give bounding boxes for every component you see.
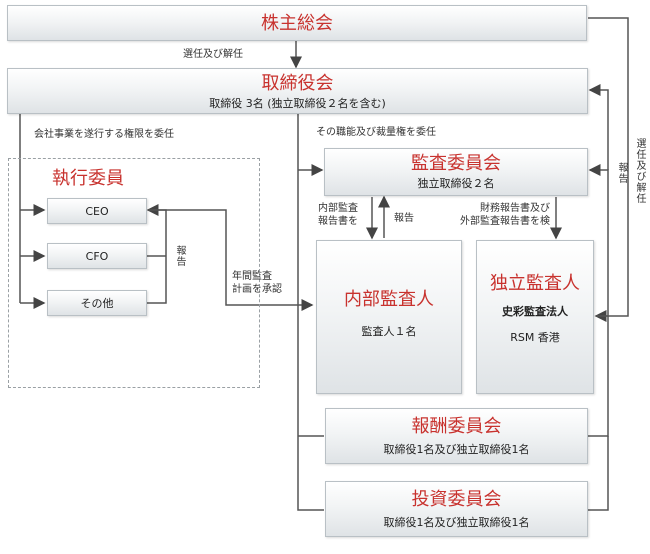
- remuneration-committee-box[interactable]: 報酬委員会 取締役1名及び独立取締役1名: [325, 408, 588, 464]
- internal-auditor-title: 内部監査人: [344, 289, 434, 310]
- audit-committee-composition: 独立取締役２名: [417, 177, 495, 190]
- internal-auditor-box[interactable]: 内部監査人 監査人１名: [316, 240, 462, 394]
- cfo-box[interactable]: CFO: [47, 243, 147, 269]
- investment-committee-composition: 取締役1名及び独立取締役1名: [383, 516, 530, 529]
- internal-to-committee-report-label: 報告: [394, 213, 414, 224]
- independent-auditor-firm: 史彩監査法人: [502, 305, 568, 318]
- internal-auditor-count: 監査人１名: [361, 325, 417, 338]
- delegate-business-label: 会社事業を遂行する権限を委任: [34, 129, 174, 140]
- other-label: その他: [80, 297, 114, 310]
- audit-committee-box[interactable]: 監査委員会 独立取締役２名: [324, 148, 588, 196]
- board-box[interactable]: 取締役会 取締役 3名 (独立取締役２名を含む): [7, 68, 588, 114]
- investment-committee-title: 投資委員会: [411, 489, 502, 510]
- delegate-duties-label: その職能及び裁量権を委任: [316, 127, 436, 138]
- report-right-label: 報告: [616, 162, 627, 184]
- investment-committee-box[interactable]: 投資委員会 取締役1名及び独立取締役1名: [325, 481, 588, 537]
- shareholders-meeting-box[interactable]: 株主総会: [7, 5, 587, 41]
- exec-report-label: 報告: [174, 245, 185, 267]
- elect-dismiss-right-label: 選任及び解任: [634, 138, 645, 204]
- ceo-label: CEO: [85, 205, 109, 218]
- other-box[interactable]: その他: [47, 290, 147, 316]
- financial-report-label: 財務報告書及び 外部監査報告書を検: [460, 203, 550, 227]
- independent-auditor-network: RSM 香港: [510, 331, 560, 344]
- approve-audit-plan-label: 年間監査 計画を承認: [232, 271, 282, 295]
- board-composition: 取締役 3名 (独立取締役２名を含む): [209, 97, 386, 110]
- remuneration-committee-title: 報酬委員会: [411, 416, 502, 437]
- ceo-box[interactable]: CEO: [47, 198, 147, 224]
- cfo-label: CFO: [85, 250, 109, 263]
- internal-report-label: 内部監査 報告書を: [318, 203, 358, 227]
- elect-dismiss-label: 選任及び解任: [183, 49, 243, 60]
- exec-group-frame: [8, 158, 260, 388]
- independent-auditor-title: 独立監査人: [490, 273, 580, 294]
- independent-auditor-box[interactable]: 独立監査人 史彩監査法人 RSM 香港: [476, 240, 594, 394]
- remuneration-committee-composition: 取締役1名及び独立取締役1名: [383, 443, 530, 456]
- audit-committee-title: 監査委員会: [411, 153, 501, 174]
- exec-committee-title: 執行委員: [52, 168, 124, 189]
- board-title: 取締役会: [261, 73, 334, 94]
- shareholders-meeting-title: 株主総会: [261, 13, 333, 34]
